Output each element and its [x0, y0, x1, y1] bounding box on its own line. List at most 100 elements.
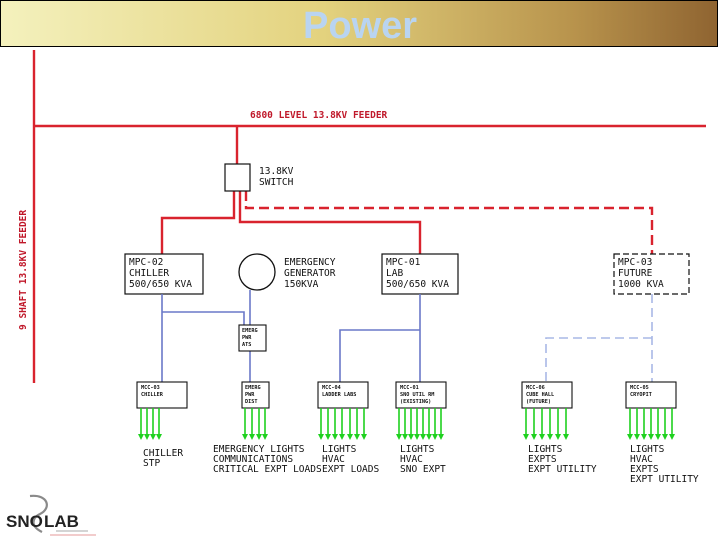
load-cryopit-4: EXPT UTILITY — [630, 474, 699, 485]
mpc-future-line3: 1000 KVA — [618, 279, 664, 290]
load-arrowhead-cube-6 — [563, 434, 569, 440]
load-arrowhead-sno-1 — [396, 434, 402, 440]
load-sno-1: LIGHTS — [400, 444, 435, 455]
mcc-cube-line1: MCC-06 — [526, 385, 545, 391]
load-cryopit-3: EXPTS — [630, 464, 659, 475]
chiller-to-ats-line — [162, 311, 245, 325]
generator-label-line1: EMERGENCY — [284, 257, 336, 268]
mcc-ladder-box — [317, 381, 369, 409]
load-arrowhead-ladder-3 — [332, 434, 338, 440]
load-arrowhead-chiller-4 — [156, 434, 162, 440]
mcc-chiller-box — [136, 381, 188, 409]
load-arrowhead-sno-5 — [420, 434, 426, 440]
load-arrows — [138, 408, 675, 440]
load-arrowhead-cube-3 — [539, 434, 545, 440]
load-arrowhead-emerg-1 — [242, 434, 248, 440]
mcc-emerg-box — [241, 381, 270, 409]
load-cube-2: EXPTS — [528, 454, 557, 465]
ats-line1: EMERG — [242, 328, 258, 334]
mpc-lab-line1: MPC-01 — [386, 257, 421, 268]
snolab-logo: SNO LAB — [6, 494, 96, 536]
load-ladder-3: EXPT LOADS — [322, 464, 379, 475]
load-arrowhead-cryopit-7 — [669, 434, 675, 440]
load-cube-1: LIGHTS — [528, 444, 563, 455]
load-cryopit-1: LIGHTS — [630, 444, 665, 455]
mcc-ladder-line1: MCC-04 — [322, 385, 341, 391]
load-arrowhead-chiller-3 — [150, 434, 156, 440]
load-arrowhead-cube-5 — [555, 434, 561, 440]
load-arrowhead-cryopit-6 — [662, 434, 668, 440]
load-arrowhead-sno-7 — [432, 434, 438, 440]
logo-text-lab: LAB — [44, 512, 79, 531]
generator-label-line3: 150KVA — [284, 279, 319, 290]
mpc-chiller-line1: MPC-02 — [129, 257, 163, 268]
mcc-emerg-line2: PWR — [245, 392, 255, 398]
load-arrowhead-ladder-1 — [318, 434, 324, 440]
load-arrowhead-ladder-5 — [347, 434, 353, 440]
load-arrowhead-cryopit-3 — [641, 434, 647, 440]
mpc-future-line1: MPC-03 — [618, 257, 652, 268]
load-sno-2: HVAC — [400, 454, 423, 465]
mcc-cube-box — [521, 381, 573, 409]
load-arrowhead-cube-2 — [531, 434, 537, 440]
lab-to-ladder-line — [339, 329, 420, 382]
mcc-chiller-line2: CHILLER — [141, 392, 164, 398]
logo-text-sno: SNO — [6, 512, 43, 531]
generator-symbol — [238, 253, 276, 291]
load-arrowhead-sno-4 — [414, 434, 420, 440]
load-arrowhead-chiller-1 — [138, 434, 144, 440]
load-arrowhead-ladder-2 — [325, 434, 331, 440]
mpc-future-box — [613, 253, 690, 295]
mcc-sno-line1: MCC-01 — [400, 385, 419, 391]
chiller-feed-line — [160, 191, 236, 254]
mpc-lab-box — [381, 253, 459, 295]
mpc-lab-line2: LAB — [386, 268, 403, 279]
load-arrowhead-ladder-7 — [361, 434, 367, 440]
future-to-cube-line — [545, 337, 652, 382]
mcc-cryopit-line2: CRYOPIT — [630, 392, 652, 398]
future-distribution-lines — [545, 294, 653, 382]
mcc-cryopit-line1: MCC-05 — [630, 385, 649, 391]
mcc-chiller-line1: MCC-03 — [141, 385, 160, 391]
load-arrowhead-emerg-4 — [262, 434, 268, 440]
load-arrowhead-sno-8 — [438, 434, 444, 440]
load-arrowhead-cube-4 — [547, 434, 553, 440]
load-sno-3: SNO EXPT — [400, 464, 446, 475]
load-arrowhead-cryopit-5 — [655, 434, 661, 440]
load-arrowhead-cube-1 — [523, 434, 529, 440]
feeder-lines — [32, 50, 706, 383]
load-cube-3: EXPT UTILITY — [528, 464, 597, 475]
distribution-lines — [161, 290, 421, 382]
mcc-cube-line3: (FUTURE) — [526, 399, 551, 405]
ats-line3: ATS — [242, 342, 251, 348]
future-feed-line — [244, 191, 654, 254]
load-arrowhead-emerg-3 — [256, 434, 262, 440]
load-arrowhead-sno-3 — [408, 434, 414, 440]
load-arrowhead-chiller-2 — [144, 434, 150, 440]
load-chiller-2: STP — [143, 458, 160, 469]
ats-box — [238, 324, 267, 352]
switch-box — [224, 163, 251, 192]
lab-feed-line — [238, 191, 422, 254]
mcc-ladder-line2: LADDER LABS — [322, 392, 356, 398]
load-arrowhead-cryopit-1 — [627, 434, 633, 440]
mcc-emerg-line3: DIST — [245, 399, 258, 405]
ats-line2: PWR — [242, 335, 252, 341]
load-arrowhead-ladder-4 — [339, 434, 345, 440]
mpc-chiller-box — [124, 253, 204, 295]
mcc-sno-line2: SNO UTIL RM — [400, 392, 434, 398]
mpc-chiller-line2: CHILLER — [129, 268, 169, 279]
load-arrowhead-emerg-2 — [249, 434, 255, 440]
logo-swoosh — [29, 494, 48, 533]
load-arrowhead-sno-2 — [402, 434, 408, 440]
load-arrowhead-sno-6 — [426, 434, 432, 440]
title-bar: Power — [0, 0, 718, 47]
load-ladder-2: HVAC — [322, 454, 345, 465]
switch-label-line1: 13.8KV — [259, 166, 294, 177]
load-cryopit-2: HVAC — [630, 454, 653, 465]
switch-label-line2: SWITCH — [259, 177, 294, 188]
load-arrowhead-ladder-6 — [354, 434, 360, 440]
main-feeder-label: 6800 LEVEL 13.8KV FEEDER — [250, 110, 388, 121]
load-arrowhead-cryopit-2 — [634, 434, 640, 440]
